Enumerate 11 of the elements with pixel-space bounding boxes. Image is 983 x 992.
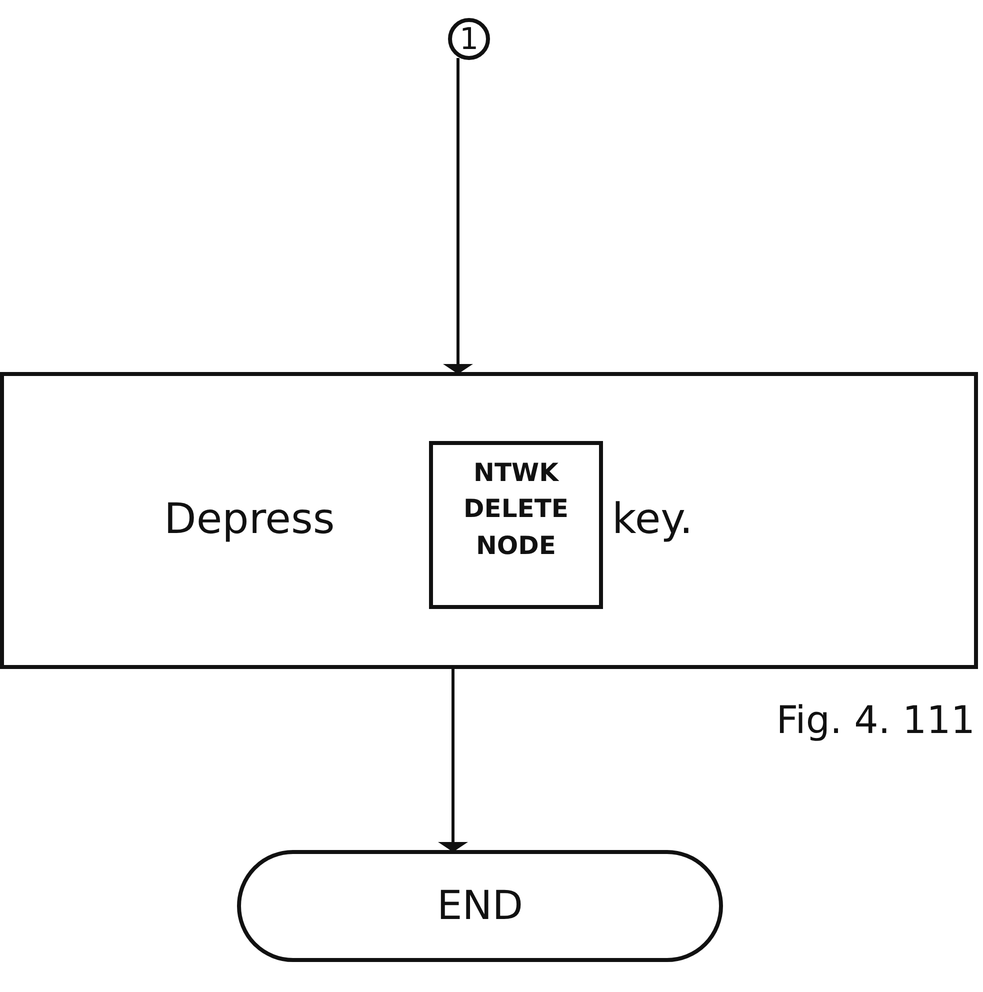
arrow <box>443 58 473 374</box>
step-text: key. <box>612 494 693 543</box>
key-box <box>429 441 603 609</box>
terminal-label: END <box>436 882 524 931</box>
figure-caption: Fig. 4. 111 <box>776 698 975 742</box>
key-label: NTWK DELETE NODE <box>462 457 570 562</box>
connector-circle <box>448 18 490 60</box>
connector-number: 1 <box>458 22 480 56</box>
arrow <box>438 667 468 852</box>
step-text: Depress <box>164 494 335 543</box>
process-box <box>0 372 978 669</box>
